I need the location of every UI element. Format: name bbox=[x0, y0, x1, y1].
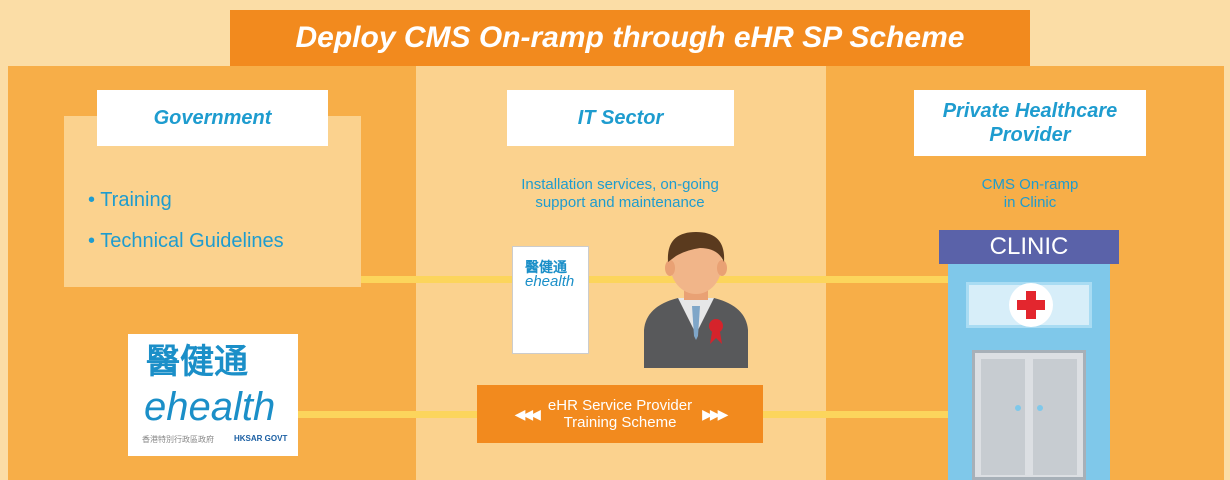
connector-line-upper bbox=[361, 276, 948, 283]
provider-label-line2: Provider bbox=[989, 124, 1071, 146]
bullet-item: Technical Guidelines bbox=[88, 221, 283, 262]
it-sector-label: IT Sector bbox=[507, 90, 734, 146]
ehealth-logo-subtitle-cn: 香港特別行政區政府 bbox=[142, 435, 214, 444]
red-cross-icon bbox=[1009, 283, 1053, 327]
it-sector-description-line2: support and maintenance bbox=[535, 194, 705, 211]
ehealth-logo-subtitle-en: HKSAR GOVT bbox=[234, 434, 288, 443]
provider-description-line2: in Clinic bbox=[1003, 194, 1057, 211]
scheme-banner: ◀◀◀ eHR Service Provider Training Scheme… bbox=[477, 385, 763, 443]
ehealth-logo-english: ehealth bbox=[144, 385, 276, 429]
provider-label-line1: Private Healthcare bbox=[942, 100, 1118, 122]
brochure-logo-chinese: 醫健通 bbox=[525, 259, 567, 275]
it-sector-description-line1: Installation services, on-going bbox=[521, 176, 719, 193]
government-bullets: Training Technical Guidelines bbox=[88, 180, 284, 262]
it-sector-description: Installation services, on-going support … bbox=[470, 176, 770, 212]
clinic-sign: CLINIC bbox=[939, 230, 1119, 264]
provider-description: CMS On-ramp in Clinic bbox=[930, 176, 1130, 212]
left-arrows-icon: ◀◀◀ bbox=[514, 405, 541, 422]
scheme-text: eHR Service Provider Training Scheme bbox=[548, 397, 692, 431]
right-arrows-icon: ▶▶▶ bbox=[702, 405, 728, 422]
provider-description-line1: CMS On-ramp bbox=[981, 176, 1079, 193]
scheme-line2: Training Scheme bbox=[563, 414, 677, 431]
provider-label: Private Healthcare Provider bbox=[914, 90, 1146, 156]
ehealth-logo: 醫健通 ehealth 香港特別行政區政府 HKSAR GOVT bbox=[128, 334, 298, 456]
ehealth-logo-chinese: 醫健通 bbox=[146, 342, 248, 382]
person-icon bbox=[644, 232, 748, 368]
bullet-item: Training bbox=[88, 180, 284, 221]
brochure-icon: 醫健通 ehealth bbox=[512, 246, 589, 354]
scheme-line1: eHR Service Provider bbox=[547, 397, 693, 414]
page-title: Deploy CMS On-ramp through eHR SP Scheme bbox=[230, 10, 1030, 66]
brochure-logo-english: ehealth bbox=[525, 273, 575, 290]
clinic-door bbox=[972, 350, 1086, 480]
government-label: Government bbox=[97, 90, 328, 146]
clinic-building-icon bbox=[948, 264, 1110, 480]
